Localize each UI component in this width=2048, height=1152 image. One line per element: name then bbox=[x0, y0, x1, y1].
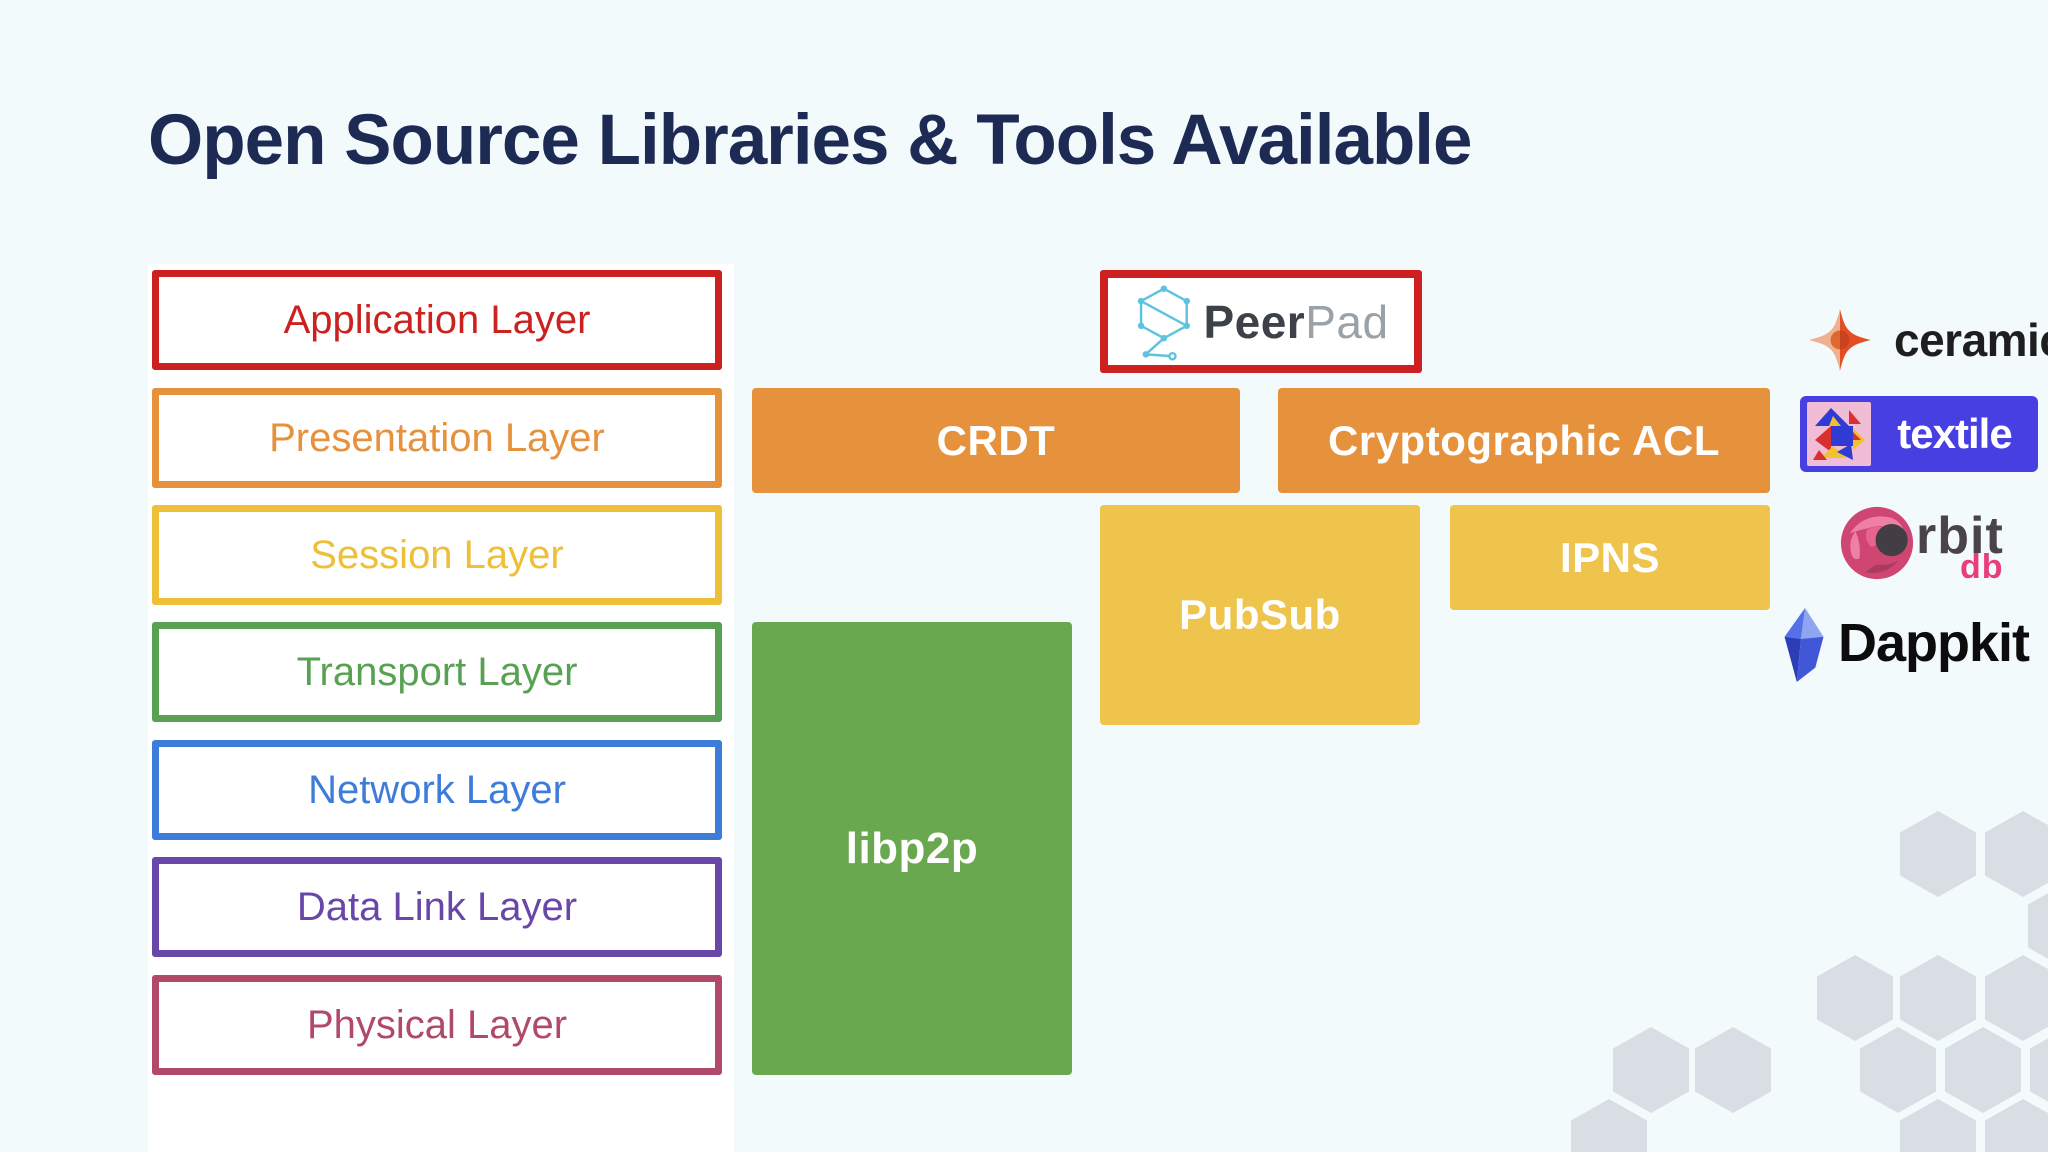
hexagon bbox=[1985, 1099, 2048, 1152]
hexagon bbox=[1985, 811, 2048, 897]
textile-logo: textile bbox=[1800, 396, 2038, 472]
hexagon bbox=[1860, 1027, 1936, 1113]
hexagon bbox=[1900, 955, 1976, 1041]
hexagon bbox=[1571, 1099, 1647, 1152]
peerpad-wordmark: PeerPad bbox=[1203, 295, 1388, 349]
layer-box-datalink: Data Link Layer bbox=[152, 857, 722, 957]
layer-label-datalink: Data Link Layer bbox=[296, 884, 578, 929]
page-title: Open Source Libraries & Tools Available bbox=[148, 101, 1473, 180]
layer-label-session: Session Layer bbox=[310, 532, 564, 577]
ceramic-icon bbox=[1809, 309, 1871, 371]
layer-label-application: Application Layer bbox=[283, 297, 591, 342]
ipns-box: IPNS bbox=[1450, 505, 1770, 610]
peerpad-wordmark-light: Pad bbox=[1305, 295, 1389, 348]
hexagon bbox=[1695, 1027, 1771, 1113]
layer-box-network: Network Layer bbox=[152, 740, 722, 840]
ceramic-label: ceramic bbox=[1894, 314, 2048, 366]
dappkit-icon bbox=[1784, 608, 1824, 682]
hexagon bbox=[1985, 955, 2048, 1041]
peerpad-icon bbox=[1138, 284, 1191, 361]
hexagon bbox=[1817, 955, 1893, 1041]
crdt-label: CRDT bbox=[936, 416, 1056, 464]
layer-box-physical: Physical Layer bbox=[152, 975, 722, 1075]
orbitdb-sub-label: db bbox=[1960, 548, 2004, 586]
cryptographic-acl-box: Cryptographic ACL bbox=[1278, 388, 1770, 493]
textile-icon bbox=[1807, 402, 1871, 466]
pubsub-box: PubSub bbox=[1100, 505, 1420, 725]
hexagon bbox=[1900, 811, 1976, 897]
dappkit-label: Dappkit bbox=[1838, 613, 2030, 673]
ceramic-logo: ceramic bbox=[1804, 304, 2048, 376]
hexagon bbox=[1613, 1027, 1689, 1113]
ipns-label: IPNS bbox=[1559, 533, 1661, 581]
textile-label: textile bbox=[1897, 410, 2012, 457]
pubsub-label: PubSub bbox=[1179, 591, 1341, 638]
hexagon bbox=[1900, 1099, 1976, 1152]
hexagon bbox=[1945, 1027, 2021, 1113]
peerpad-box: PeerPad bbox=[1100, 270, 1422, 373]
layer-label-physical: Physical Layer bbox=[306, 1002, 568, 1047]
layer-label-presentation: Presentation Layer bbox=[269, 415, 605, 460]
orbitdb-icon bbox=[1840, 506, 1914, 580]
layer-box-presentation: Presentation Layer bbox=[152, 388, 722, 488]
layer-label-network: Network Layer bbox=[308, 767, 566, 812]
hexagon bbox=[2028, 893, 2048, 959]
libp2p-label: libp2p bbox=[845, 823, 979, 873]
libp2p-box: libp2p bbox=[752, 622, 1072, 1075]
crdt-box: CRDT bbox=[752, 388, 1240, 493]
layer-label-transport: Transport Layer bbox=[296, 649, 578, 694]
cryptographic-acl-label: Cryptographic ACL bbox=[1328, 416, 1720, 464]
hexagon bbox=[2030, 1038, 2048, 1102]
layer-box-session: Session Layer bbox=[152, 505, 722, 605]
layer-box-transport: Transport Layer bbox=[152, 622, 722, 722]
layer-box-application: Application Layer bbox=[152, 270, 722, 370]
peerpad-wordmark-bold: Peer bbox=[1203, 295, 1306, 348]
orbitdb-label: rbit bbox=[1916, 507, 2004, 565]
